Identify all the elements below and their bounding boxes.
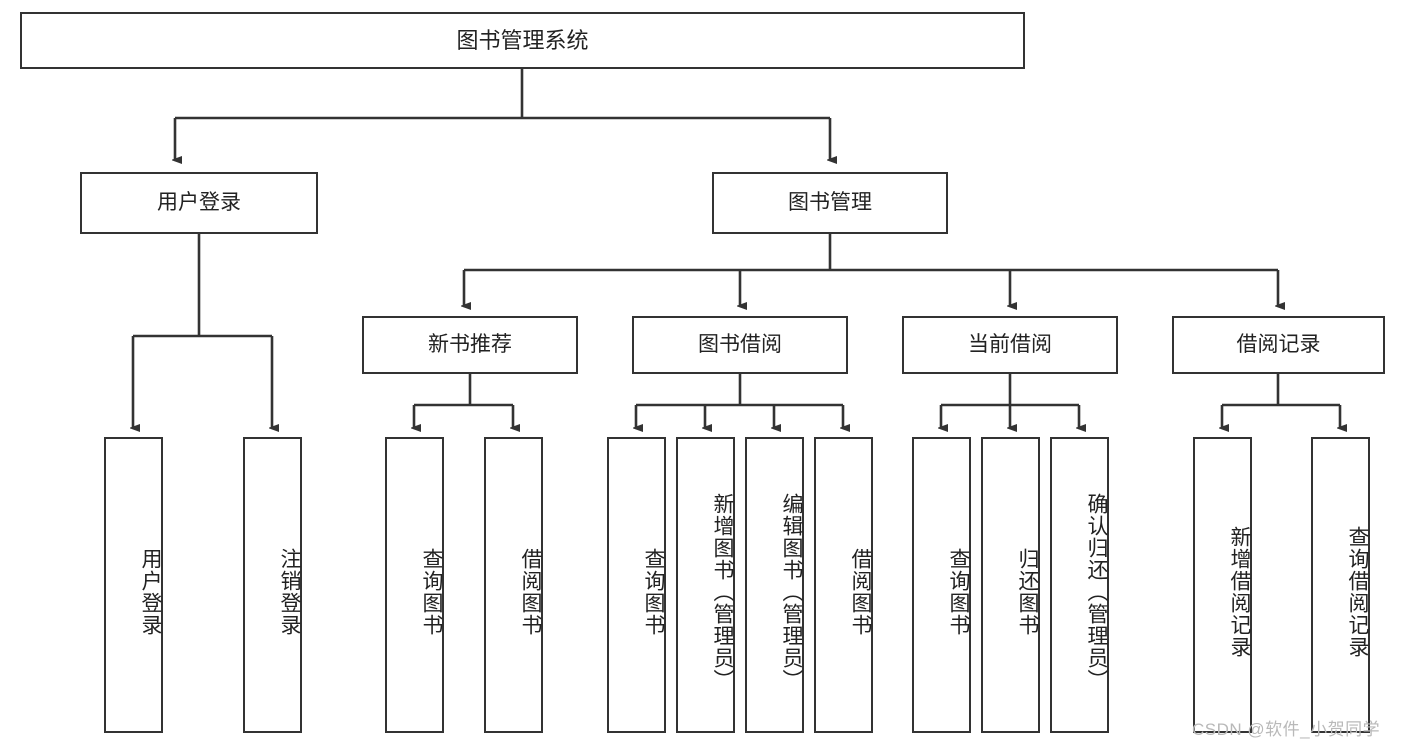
- node-new-book-recommend-label: 新书推荐: [428, 332, 512, 356]
- leaf-current-query-book-label: 查询图书: [947, 548, 970, 636]
- leaf-borrow-add-book-label: 新增图书（管理员）: [711, 493, 734, 691]
- leaf-recommend-query-book[interactable]: 查询图书: [385, 437, 444, 733]
- node-borrow-record[interactable]: 借阅记录: [1172, 316, 1385, 374]
- node-book-management-label: 图书管理: [788, 190, 872, 214]
- node-new-book-recommend[interactable]: 新书推荐: [362, 316, 578, 374]
- node-root-label: 图书管理系统: [456, 27, 589, 53]
- node-book-borrow[interactable]: 图书借阅: [632, 316, 848, 374]
- leaf-recommend-query-book-label: 查询图书: [420, 548, 443, 636]
- node-current-borrow[interactable]: 当前借阅: [902, 316, 1118, 374]
- leaf-current-return-book-label: 归还图书: [1016, 548, 1039, 636]
- leaf-record-add-label: 新增借阅记录: [1228, 526, 1251, 658]
- leaf-borrow-edit-book-label: 编辑图书（管理员）: [780, 493, 803, 691]
- leaf-borrow-borrow-book-label: 借阅图书: [849, 548, 872, 636]
- node-book-borrow-label: 图书借阅: [698, 332, 782, 356]
- leaf-borrow-borrow-book[interactable]: 借阅图书: [814, 437, 873, 733]
- node-borrow-record-label: 借阅记录: [1236, 332, 1321, 356]
- leaf-user-login-label: 用户登录: [139, 548, 162, 636]
- leaf-borrow-edit-book[interactable]: 编辑图书（管理员）: [745, 437, 804, 733]
- node-user-login[interactable]: 用户登录: [80, 172, 318, 234]
- leaf-borrow-query-book[interactable]: 查询图书: [607, 437, 666, 733]
- node-book-management[interactable]: 图书管理: [712, 172, 948, 234]
- leaf-record-query-label: 查询借阅记录: [1346, 526, 1369, 658]
- leaf-current-confirm-return-label: 确认归还（管理员）: [1085, 493, 1108, 691]
- leaf-current-return-book[interactable]: 归还图书: [981, 437, 1040, 733]
- leaf-logout[interactable]: 注销登录: [243, 437, 302, 733]
- leaf-logout-label: 注销登录: [278, 548, 301, 636]
- csdn-watermark: CSDN @软件_小贺同学: [1192, 720, 1381, 739]
- leaf-current-confirm-return[interactable]: 确认归还（管理员）: [1050, 437, 1109, 733]
- leaf-borrow-add-book[interactable]: 新增图书（管理员）: [676, 437, 735, 733]
- leaf-recommend-borrow-book-label: 借阅图书: [519, 548, 542, 636]
- node-root[interactable]: 图书管理系统: [20, 12, 1025, 69]
- leaf-borrow-query-book-label: 查询图书: [642, 548, 665, 636]
- leaf-current-query-book[interactable]: 查询图书: [912, 437, 971, 733]
- leaf-record-query[interactable]: 查询借阅记录: [1311, 437, 1370, 733]
- node-user-login-label: 用户登录: [157, 190, 241, 214]
- leaf-recommend-borrow-book[interactable]: 借阅图书: [484, 437, 543, 733]
- leaf-record-add[interactable]: 新增借阅记录: [1193, 437, 1252, 733]
- leaf-user-login[interactable]: 用户登录: [104, 437, 163, 733]
- node-current-borrow-label: 当前借阅: [968, 332, 1052, 356]
